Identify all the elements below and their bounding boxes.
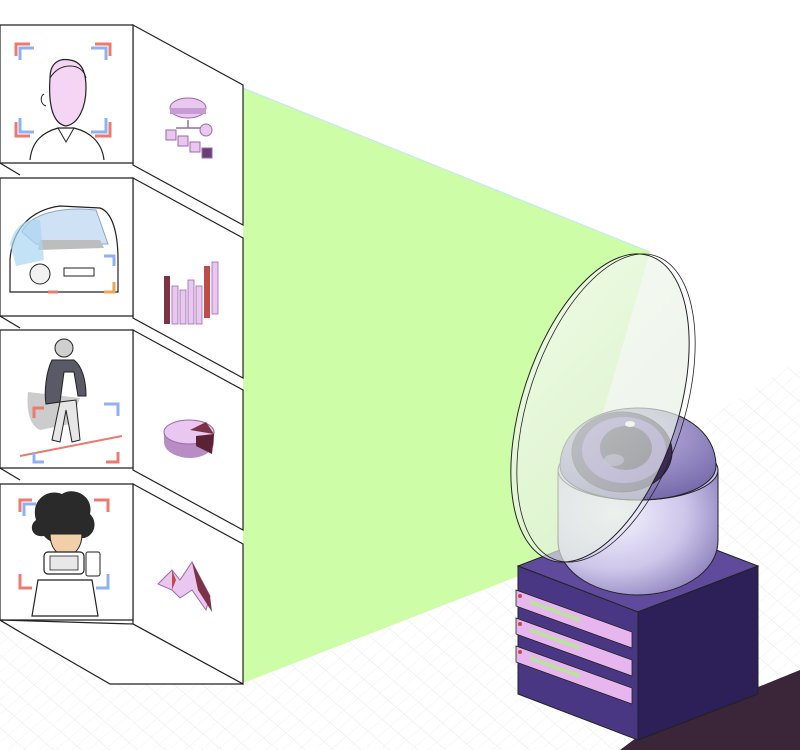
drive-bay-1 — [515, 589, 633, 649]
panel-walking-person — [0, 328, 244, 532]
drive-bay-2 — [515, 617, 633, 677]
panel-face — [0, 23, 244, 227]
pie-chart-icon — [163, 419, 215, 458]
walking-person-illustration — [19, 338, 123, 464]
bar-chart-icon — [164, 261, 219, 325]
face-illustration — [29, 58, 105, 161]
beam-edge-top — [242, 87, 651, 253]
person-phone-illustration — [18, 491, 110, 617]
flowchart-icon — [165, 97, 213, 159]
panel-car — [0, 176, 244, 380]
drive-bay-3 — [515, 645, 633, 705]
scan-frame — [14, 42, 112, 138]
mountain-chart-icon — [157, 561, 212, 612]
glass-lens-disc — [510, 253, 696, 563]
panel-person-phone — [0, 482, 244, 686]
car-illustration — [9, 205, 119, 294]
